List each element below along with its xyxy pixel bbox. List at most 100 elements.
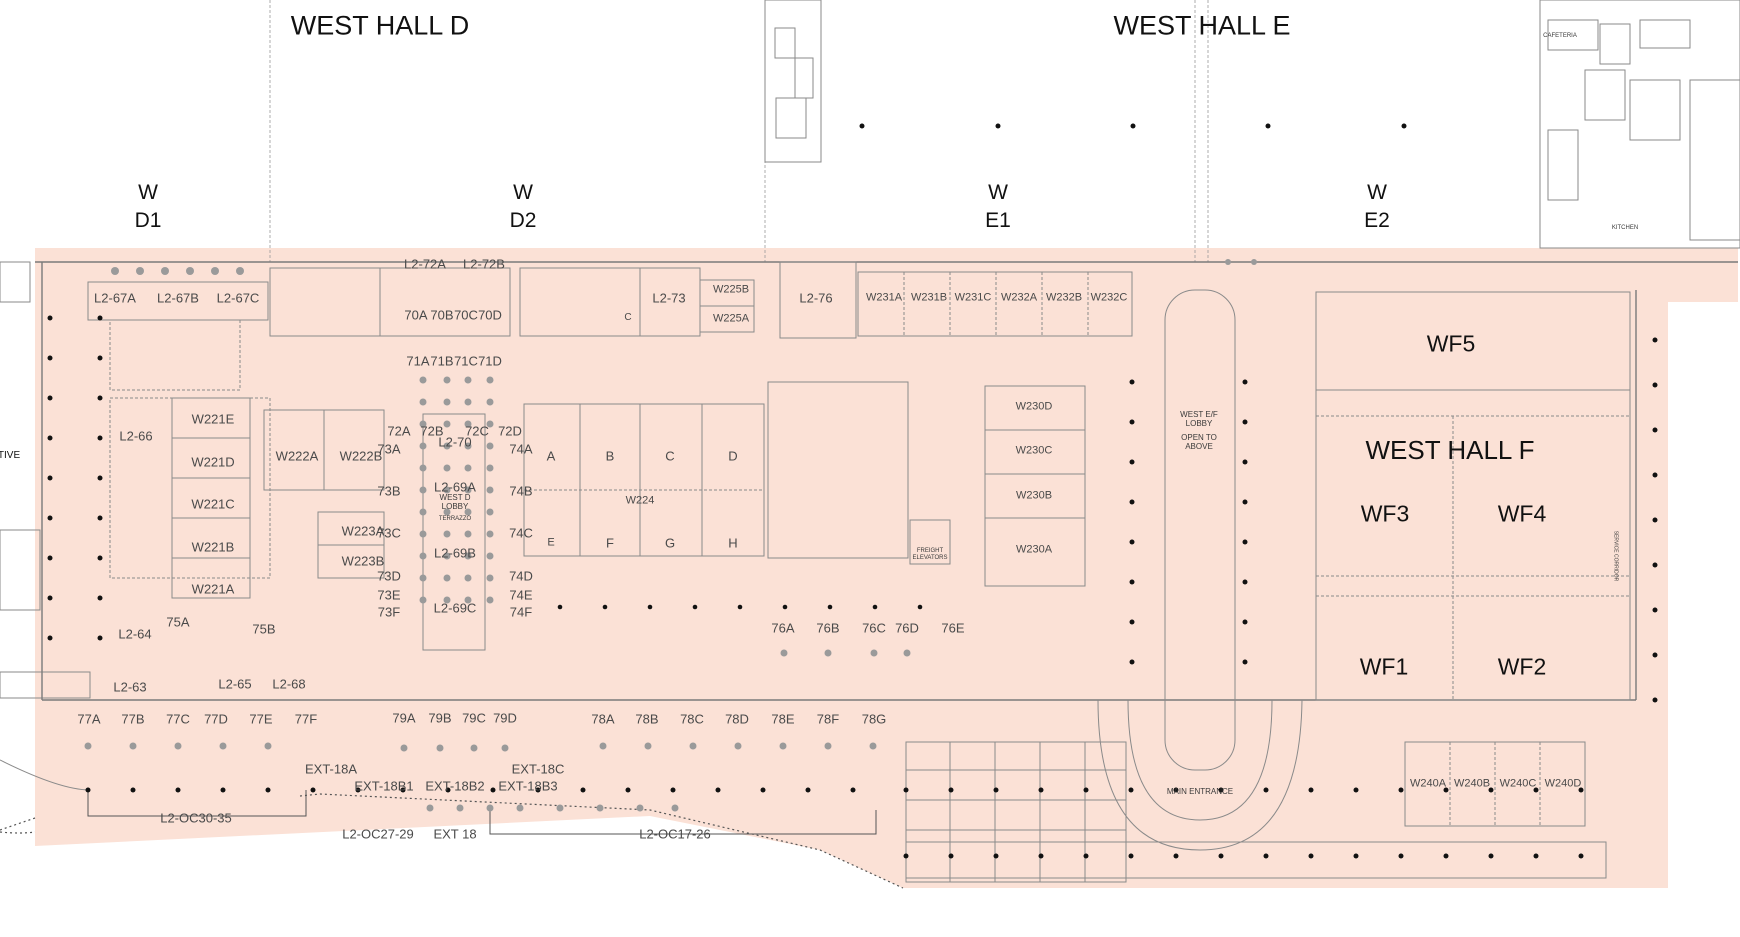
- room-label[interactable]: EXT-18A: [304, 761, 358, 777]
- room-label[interactable]: EXT-18B3: [498, 778, 558, 794]
- room-label[interactable]: 76B: [816, 620, 840, 636]
- room-label[interactable]: 78D: [725, 711, 749, 727]
- room-label[interactable]: H: [728, 535, 738, 551]
- room-label[interactable]: L2-76: [799, 290, 833, 306]
- room-label[interactable]: L2-73: [652, 290, 686, 306]
- room-label[interactable]: W223A: [341, 523, 385, 539]
- room-label[interactable]: L2-OC27-29: [342, 826, 414, 842]
- room-label[interactable]: W221A: [191, 581, 235, 597]
- room-wf2[interactable]: WF2: [1497, 653, 1547, 680]
- room-label[interactable]: W232B: [1045, 291, 1083, 304]
- room-label[interactable]: 74A: [509, 441, 533, 457]
- room-label[interactable]: EXT-18B1: [354, 778, 414, 794]
- room-label[interactable]: L2-67C: [216, 290, 260, 306]
- room-label[interactable]: 71D: [478, 353, 502, 369]
- room-label[interactable]: A: [546, 448, 556, 464]
- room-label[interactable]: 73A: [377, 441, 401, 457]
- room-label[interactable]: L2-70: [438, 434, 472, 450]
- room-label[interactable]: 79A: [392, 710, 416, 726]
- room-label[interactable]: W231C: [954, 291, 992, 304]
- room-label[interactable]: EXT-18B2: [425, 778, 485, 794]
- room-label[interactable]: 74E: [509, 587, 533, 603]
- room-label[interactable]: E: [547, 536, 555, 549]
- room-label[interactable]: 76A: [771, 620, 795, 636]
- room-label[interactable]: 73B: [377, 483, 401, 499]
- room-label[interactable]: L2-69A: [434, 479, 476, 495]
- room-label[interactable]: 77E: [249, 711, 273, 727]
- room-label[interactable]: W224: [625, 494, 655, 507]
- room-label[interactable]: L2-OC30-35: [160, 810, 232, 826]
- room-label[interactable]: F: [606, 535, 614, 551]
- room-label[interactable]: L2-72B: [463, 256, 505, 272]
- room-label[interactable]: 71B: [430, 353, 454, 369]
- room-label[interactable]: W232A: [1000, 291, 1038, 304]
- room-label[interactable]: 75A: [166, 614, 190, 630]
- room-label[interactable]: W232C: [1090, 291, 1128, 304]
- room-label[interactable]: C: [665, 448, 675, 464]
- room-label[interactable]: L2-63: [113, 679, 147, 695]
- room-label[interactable]: W230C: [1015, 444, 1053, 457]
- room-label[interactable]: EXT-18C: [511, 761, 565, 777]
- room-wf1[interactable]: WF1: [1359, 653, 1409, 680]
- room-label[interactable]: W221B: [191, 539, 235, 555]
- room-label[interactable]: 78C: [680, 711, 704, 727]
- room-label[interactable]: W221D: [191, 454, 235, 470]
- room-label[interactable]: W231B: [910, 291, 948, 304]
- room-label[interactable]: W223B: [341, 553, 385, 569]
- room-label[interactable]: 78B: [635, 711, 659, 727]
- room-label[interactable]: 74D: [509, 568, 533, 584]
- room-label[interactable]: 77A: [77, 711, 101, 727]
- room-label[interactable]: 77C: [166, 711, 190, 727]
- room-label[interactable]: 78A: [591, 711, 615, 727]
- room-label[interactable]: 70D: [478, 307, 502, 323]
- room-label[interactable]: W240A: [1409, 777, 1447, 790]
- room-label[interactable]: 76D: [895, 620, 919, 636]
- room-label[interactable]: 78F: [816, 711, 840, 727]
- room-label[interactable]: W230D: [1015, 400, 1053, 413]
- room-label[interactable]: G: [664, 535, 676, 551]
- room-label[interactable]: W222A: [275, 448, 319, 464]
- room-label[interactable]: 79D: [493, 710, 517, 726]
- room-label[interactable]: 74F: [509, 604, 533, 620]
- room-label[interactable]: 79C: [462, 710, 486, 726]
- room-wf3[interactable]: WF3: [1360, 500, 1410, 527]
- room-label[interactable]: 72B: [420, 423, 444, 439]
- room-label[interactable]: 73C: [377, 525, 401, 541]
- room-label[interactable]: 73E: [377, 587, 401, 603]
- room-label[interactable]: 74C: [509, 525, 533, 541]
- room-label[interactable]: L2-64: [118, 626, 152, 642]
- room-label[interactable]: L2-68: [272, 676, 306, 692]
- room-label[interactable]: 70A: [404, 307, 428, 323]
- room-label[interactable]: 77B: [121, 711, 145, 727]
- room-label[interactable]: L2-69C: [433, 600, 477, 616]
- room-label[interactable]: W221C: [191, 496, 235, 512]
- room-label[interactable]: L2-OC17-26: [639, 826, 711, 842]
- room-label[interactable]: W225B: [712, 283, 750, 296]
- room-label[interactable]: B: [605, 448, 615, 464]
- room-label[interactable]: W240D: [1544, 777, 1582, 790]
- room-label[interactable]: EXT 18: [433, 826, 477, 842]
- room-label[interactable]: 78G: [861, 711, 887, 727]
- room-wf5[interactable]: WF5: [1426, 330, 1476, 357]
- room-label[interactable]: 79B: [428, 710, 452, 726]
- room-label[interactable]: 72A: [387, 423, 411, 439]
- room-label[interactable]: W230B: [1015, 489, 1053, 502]
- room-label[interactable]: L2-67B: [157, 290, 199, 306]
- room-label[interactable]: W240C: [1499, 777, 1537, 790]
- room-label[interactable]: 74B: [509, 483, 533, 499]
- room-label[interactable]: 72D: [498, 423, 522, 439]
- room-label[interactable]: W231A: [865, 291, 903, 304]
- room-label[interactable]: W230A: [1015, 543, 1053, 556]
- room-label[interactable]: 73D: [377, 568, 401, 584]
- room-label[interactable]: 76C: [862, 620, 886, 636]
- room-label[interactable]: W225A: [712, 312, 750, 325]
- room-label[interactable]: 77F: [294, 711, 318, 727]
- room-wf4[interactable]: WF4: [1497, 500, 1547, 527]
- room-label[interactable]: 70C: [454, 307, 478, 323]
- room-label[interactable]: L2-66: [119, 428, 153, 444]
- room-label[interactable]: 71C: [454, 353, 478, 369]
- room-label[interactable]: 75B: [252, 621, 276, 637]
- room-label[interactable]: 78E: [771, 711, 795, 727]
- room-label[interactable]: W221E: [191, 411, 235, 427]
- room-label[interactable]: W240B: [1453, 777, 1491, 790]
